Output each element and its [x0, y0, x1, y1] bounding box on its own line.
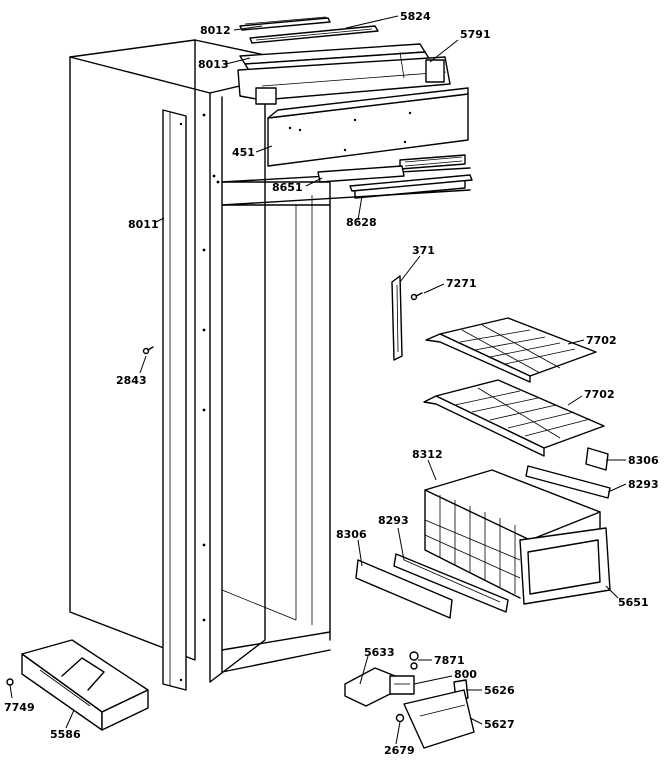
label-5824: 5824	[400, 10, 431, 23]
rail-8628	[349, 174, 473, 199]
label-2679: 2679	[384, 744, 415, 757]
slide-8306-left	[355, 559, 453, 619]
shelf-7702-upper	[425, 317, 597, 383]
label-8651: 8651	[272, 181, 303, 194]
label-5626: 5626	[484, 684, 515, 697]
leader-lines	[9, 15, 627, 745]
label-2843: 2843	[116, 374, 147, 387]
label-5651: 5651	[618, 596, 649, 609]
label-800: 800	[454, 668, 477, 681]
label-8306-left: 8306	[336, 528, 367, 541]
label-451: 451	[232, 146, 255, 159]
thermostat-800	[389, 675, 415, 695]
label-5791: 5791	[460, 28, 491, 41]
label-8011: 8011	[128, 218, 159, 231]
label-8306-right: 8306	[628, 454, 659, 467]
top-strip-8012	[239, 16, 331, 31]
label-8628: 8628	[346, 216, 377, 229]
trim-strip-8011	[162, 109, 187, 691]
part-labels: 8012 5824 8013 5791 451 8651 8628 8011 3…	[4, 10, 659, 757]
vent-grille	[399, 154, 466, 170]
housing-5627	[403, 689, 475, 749]
label-8013: 8013	[198, 58, 229, 71]
cabinet-front-frame	[202, 79, 471, 683]
slide-8293-right	[525, 465, 611, 499]
screw-2679	[395, 713, 405, 723]
label-8012: 8012	[200, 24, 231, 37]
panel-451	[267, 87, 469, 167]
box-5586	[21, 639, 149, 731]
label-7749: 7749	[4, 701, 35, 714]
label-5586: 5586	[50, 728, 81, 741]
label-8312: 8312	[412, 448, 443, 461]
screw-7271	[410, 292, 423, 301]
label-371: 371	[412, 244, 435, 257]
label-7271: 7271	[446, 277, 477, 290]
drawer-front-5651	[519, 527, 611, 605]
slide-8306-right	[585, 447, 609, 471]
label-8293-right: 8293	[628, 478, 659, 491]
screw-2843	[142, 346, 154, 355]
cover-8651	[317, 165, 405, 183]
label-5627: 5627	[484, 718, 515, 731]
clip-7871	[409, 651, 419, 670]
top-strip-5824	[249, 25, 379, 44]
label-7702-lower: 7702	[584, 388, 615, 401]
slide-8293-left	[393, 553, 509, 613]
screw-7749	[6, 678, 14, 686]
label-5633: 5633	[364, 646, 395, 659]
label-8293-left: 8293	[378, 514, 409, 527]
label-7702-upper: 7702	[586, 334, 617, 347]
control-housing-5791	[237, 51, 451, 105]
shelf-ladder-371	[391, 275, 403, 361]
label-7871: 7871	[434, 654, 465, 667]
shelf-7702-lower	[423, 379, 605, 457]
